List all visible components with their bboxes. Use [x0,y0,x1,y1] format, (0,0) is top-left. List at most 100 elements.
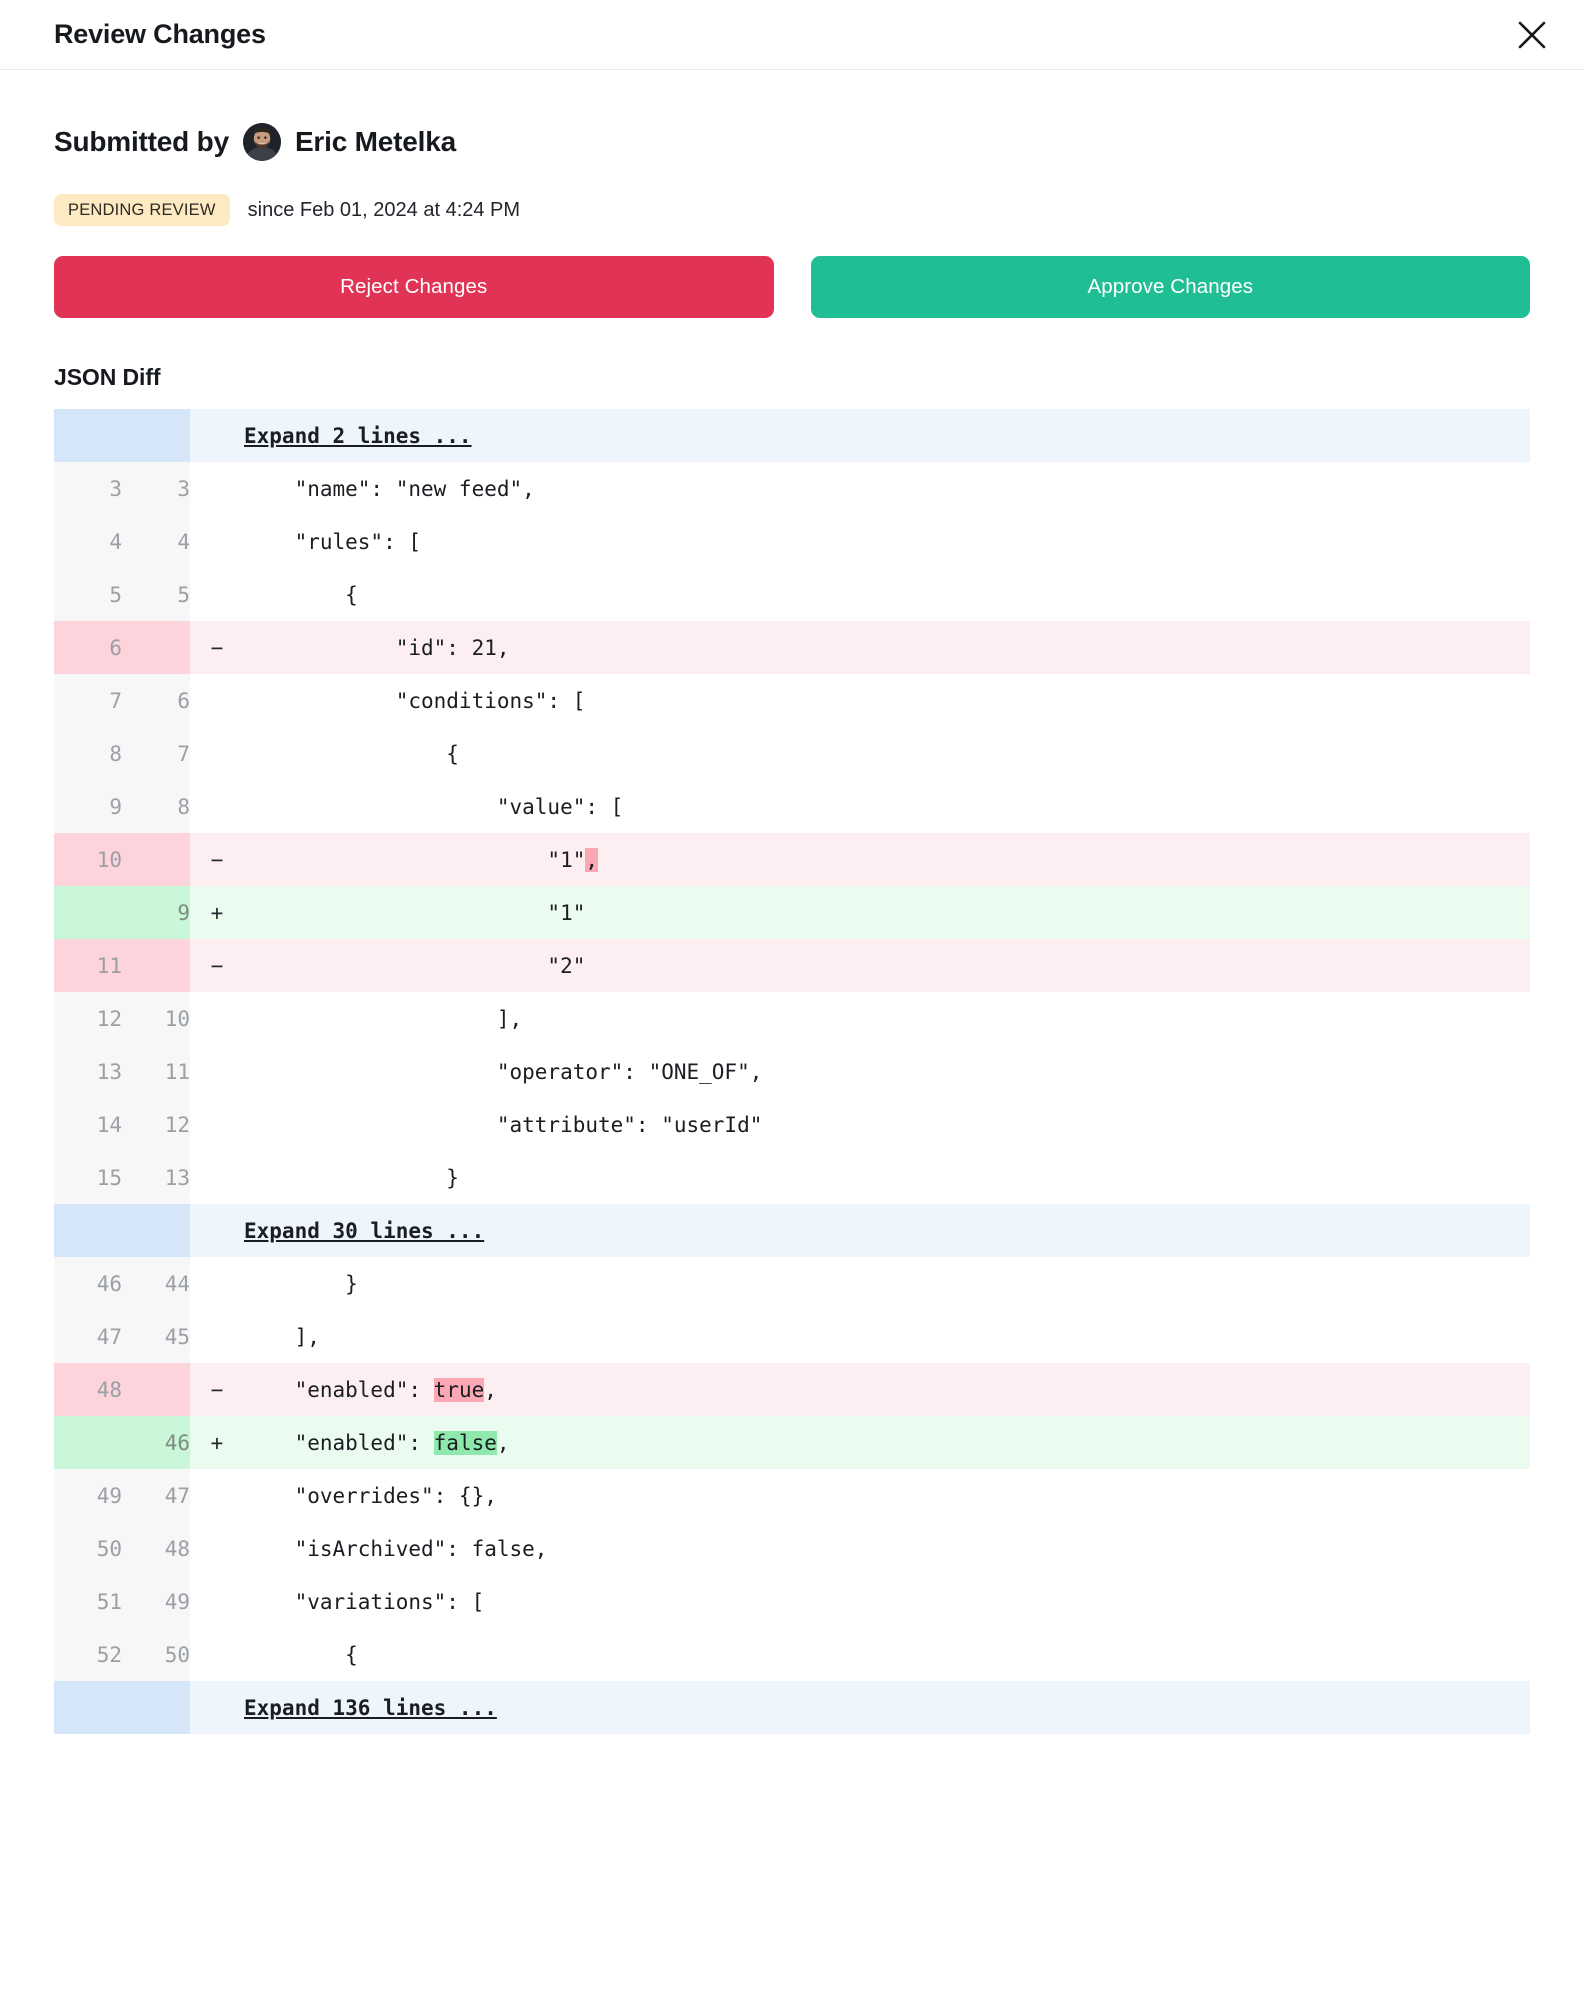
diff-marker [190,1045,244,1098]
diff-new-line-number [122,409,190,462]
diff-marker [190,1310,244,1363]
diff-new-line-number [122,1681,190,1734]
diff-code-cell: } [244,1151,1530,1204]
diff-line-row: 48 − "enabled": true, [54,1363,1530,1416]
diff-old-line-number: 50 [54,1522,122,1575]
diff-line-row: 6 − "id": 21, [54,621,1530,674]
diff-code-text: "variations": [ [244,1589,485,1614]
diff-marker [190,1575,244,1628]
approve-changes-button[interactable]: Approve Changes [810,256,1530,318]
diff-marker [190,780,244,833]
diff-new-line-number: 48 [122,1522,190,1575]
diff-code-cell: "overrides": {}, [244,1469,1530,1522]
diff-old-line-number: 6 [54,621,122,674]
diff-new-line-number: 13 [122,1151,190,1204]
diff-expand-cell[interactable]: Expand 2 lines ... [244,409,1530,462]
diff-expand-cell[interactable]: Expand 30 lines ... [244,1204,1530,1257]
diff-code-cell: "id": 21, [244,621,1530,674]
diff-expand-row[interactable]: Expand 30 lines ... [54,1204,1530,1257]
diff-code-cell: "1", [244,833,1530,886]
expand-lines-link[interactable]: Expand 136 lines ... [244,1695,497,1720]
diff-new-line-number: 10 [122,992,190,1045]
diff-code-text: "1" [244,900,586,925]
diff-new-line-number: 8 [122,780,190,833]
diff-marker [190,1098,244,1151]
diff-code-text: { [244,741,459,766]
diff-expand-cell[interactable]: Expand 136 lines ... [244,1681,1530,1734]
diff-marker [190,674,244,727]
diff-code-text: { [244,1642,358,1667]
diff-code-text: "2" [244,953,586,978]
expand-lines-link[interactable]: Expand 2 lines ... [244,423,472,448]
status-badge: PENDING REVIEW [54,193,230,227]
diff-code-text: "enabled": [244,1430,434,1455]
submitted-by-row: Submitted by Eric Metelka [54,120,1530,164]
diff-code-text: "1" [244,847,586,872]
expand-lines-link[interactable]: Expand 30 lines ... [244,1218,485,1243]
diff-marker: − [190,1363,244,1416]
diff-new-line-number [122,833,190,886]
diff-code-cell: "name": "new feed", [244,462,1530,515]
diff-old-line-number [54,886,122,939]
diff-line-row: 9+ "1" [54,886,1530,939]
diff-code-cell: "enabled": true, [244,1363,1530,1416]
diff-code-text: "enabled": [244,1377,434,1402]
diff-marker: − [190,621,244,674]
diff-old-line-number: 5 [54,568,122,621]
diff-code-cell: ], [244,992,1530,1045]
diff-word-highlight: false [433,1430,497,1455]
diff-new-line-number: 6 [122,674,190,727]
diff-code-tail: , [484,1377,497,1402]
diff-marker [190,515,244,568]
diff-code-cell: "1" [244,886,1530,939]
submitted-by-label: Submitted by [54,126,229,157]
page-title: Review Changes [54,19,266,49]
json-diff-title: JSON Diff [54,364,161,390]
diff-old-line-number: 8 [54,727,122,780]
diff-old-line-number: 13 [54,1045,122,1098]
diff-code-text: "isArchived": false, [244,1536,548,1561]
diff-marker [190,1204,244,1257]
diff-new-line-number [122,1363,190,1416]
diff-new-line-number: 12 [122,1098,190,1151]
diff-code-cell: "isArchived": false, [244,1522,1530,1575]
diff-new-line-number: 7 [122,727,190,780]
diff-code-cell: { [244,727,1530,780]
diff-marker [190,1628,244,1681]
reject-changes-button[interactable]: Reject Changes [54,256,774,318]
diff-old-line-number: 48 [54,1363,122,1416]
diff-code-cell: "conditions": [ [244,674,1530,727]
diff-new-line-number: 5 [122,568,190,621]
diff-expand-row[interactable]: Expand 136 lines ... [54,1681,1530,1734]
diff-new-line-number: 47 [122,1469,190,1522]
diff-code-cell: "2" [244,939,1530,992]
diff-expand-row[interactable]: Expand 2 lines ... [54,409,1530,462]
diff-code-cell: "variations": [ [244,1575,1530,1628]
close-button[interactable] [1510,13,1554,57]
diff-new-line-number: 50 [122,1628,190,1681]
submitter-name: Eric Metelka [294,126,456,157]
diff-marker: − [190,833,244,886]
diff-new-line-number: 3 [122,462,190,515]
diff-old-line-number [54,1204,122,1257]
diff-code-text: "operator": "ONE_OF", [244,1059,763,1084]
diff-code-cell: "value": [ [244,780,1530,833]
status-row: PENDING REVIEW since Feb 01, 2024 at 4:2… [54,192,1530,228]
diff-old-line-number: 47 [54,1310,122,1363]
diff-code-text: "value": [ [244,794,624,819]
diff-marker [190,1681,244,1734]
diff-marker: + [190,1416,244,1469]
diff-line-row: 46+ "enabled": false, [54,1416,1530,1469]
